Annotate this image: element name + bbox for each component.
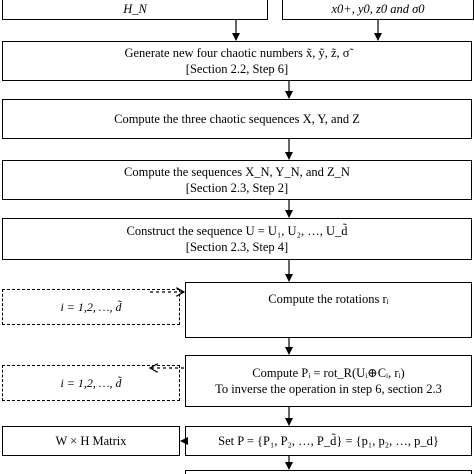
input-hn-label: H_N: [123, 2, 147, 16]
next-step-box-partial: [185, 470, 472, 474]
compute-rotations-step: Compute the rotations rᵢ: [185, 282, 472, 338]
compute-chaotic-sequences-step: Compute the three chaotic sequences X, Y…: [2, 99, 472, 139]
set-p-text: Set P = {P₁, P₂, …, P_d̃} = {p₁, p₂, …, …: [218, 434, 439, 448]
rotations-text: Compute the rotations rᵢ: [268, 292, 389, 306]
compute-p-text: Compute Pᵢ = rot_R(Uᵢ⊕Cᵢ, rᵢ): [252, 366, 405, 380]
construct-ref: [Section 2.3, Step 4]: [185, 240, 289, 254]
set-p-step: Set P = {P₁, P₂, …, P_d̃} = {p₁, p₂, …, …: [185, 426, 472, 456]
compute-p-step: Compute Pᵢ = rot_R(Uᵢ⊕Cᵢ, rᵢ) To inverse…: [185, 355, 472, 407]
loop-index-text-1: i = 1,2, …, d̃: [60, 299, 122, 314]
input-box-initial-values: x0+, y0, z0 and σ0: [282, 0, 474, 20]
compute-n-text: Compute the sequences X_N, Y_N, and Z_N: [124, 165, 350, 179]
generate-chaotic-numbers-step: Generate new four chaotic numbers x̃, ỹ,…: [2, 41, 472, 81]
compute-normalized-sequences-step: Compute the sequences X_N, Y_N, and Z_N …: [2, 160, 472, 200]
construct-sequence-step: Construct the sequence U = U₁, U₂, …, U_…: [2, 218, 472, 260]
matrix-text: W × H Matrix: [55, 434, 127, 448]
compute-p-note: To inverse the operation in step 6, sect…: [215, 382, 442, 396]
compute-xyz-text: Compute the three chaotic sequences X, Y…: [114, 112, 360, 126]
generate-step-text: Generate new four chaotic numbers x̃, ỹ,…: [124, 46, 350, 60]
input-box-hn: H_N: [2, 0, 268, 20]
loop-index-box-1: i = 1,2, …, d̃: [2, 289, 180, 325]
construct-text: Construct the sequence U = U₁, U₂, …, U_…: [126, 224, 348, 238]
compute-n-ref: [Section 2.3, Step 2]: [185, 181, 289, 195]
generate-step-ref: [Section 2.2, Step 6]: [185, 62, 289, 76]
matrix-output-box: W × H Matrix: [2, 426, 180, 456]
loop-index-text-2: i = 1,2, …, d̃: [60, 375, 122, 390]
initial-values-label: x0+, y0, z0 and σ0: [331, 2, 425, 16]
